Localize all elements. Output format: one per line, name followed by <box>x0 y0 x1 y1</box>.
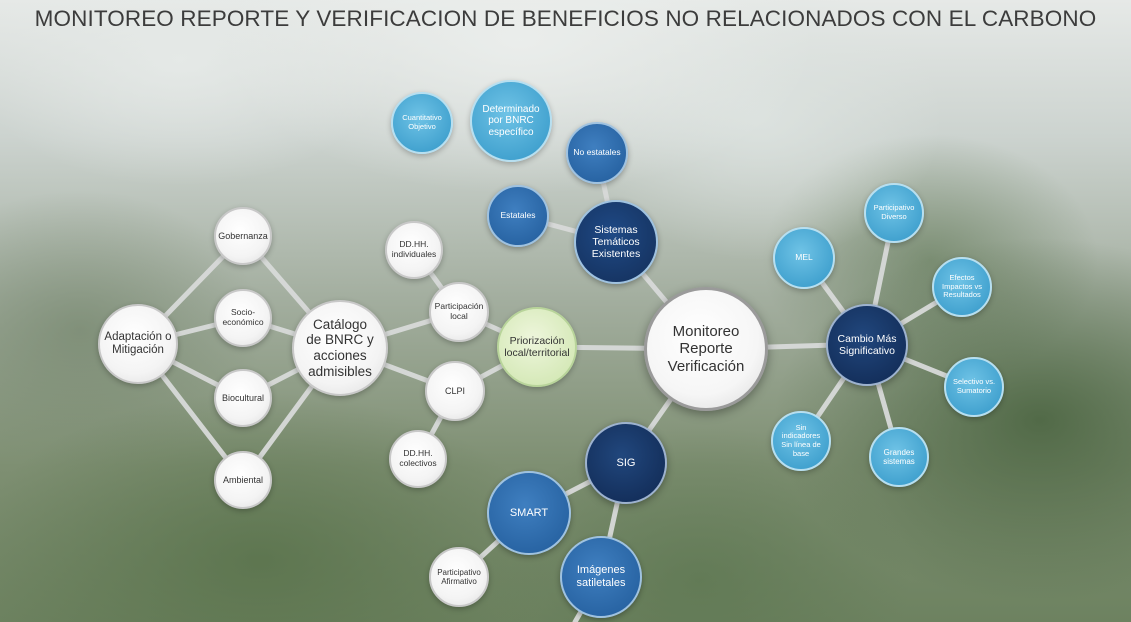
node-imagenes-satelitales: Imágenes satiletales <box>560 536 642 618</box>
node-adaptacion-mitigacion: Adaptación o Mitigación <box>98 304 178 384</box>
node-label: SIG <box>616 456 636 469</box>
node-sistemas-tematicos: Sistemas Temáticos Existentes <box>574 200 658 284</box>
node-ambiental: Ambiental <box>214 451 272 509</box>
node-mel: MEL <box>773 227 835 289</box>
node-label: Sin indicadores Sin línea de base <box>781 422 821 458</box>
node-label: Determinado por BNRC específico <box>482 103 540 138</box>
node-label: Participativo Afirmativo <box>437 567 481 586</box>
node-no-estatales: No estatales <box>566 122 628 184</box>
node-label: Gobernanza <box>218 230 268 241</box>
node-label: Biocultural <box>221 392 265 403</box>
node-clpi: CLPI <box>425 361 485 421</box>
page-title: MONITOREO REPORTE Y VERIFICACION DE BENE… <box>34 6 1097 31</box>
node-label: Efectos Impactos vs Resultados <box>941 273 982 300</box>
node-label: DD.HH. colectivos <box>399 448 437 468</box>
node-label: SMART <box>509 506 549 519</box>
node-biocultural: Biocultural <box>214 369 272 427</box>
node-label: Cambio Más Significativo <box>837 332 897 357</box>
node-cuantitativo-objetivo: Cuantitativo Objetivo <box>391 92 453 154</box>
node-label: Grandes sistemas <box>883 447 915 466</box>
node-label: Imágenes satiletales <box>576 564 626 589</box>
node-determinado-bnrc: Determinado por BNRC específico <box>470 80 552 162</box>
node-sin-indicadores: Sin indicadores Sin línea de base <box>771 411 831 471</box>
node-label: Monitoreo Reporte Verificación <box>667 323 745 375</box>
node-label: Adaptación o Mitigación <box>104 330 172 356</box>
node-label: DD.HH. individuales <box>391 239 437 259</box>
node-label: Estatales <box>500 210 536 221</box>
node-ddhh-colectivos: DD.HH. colectivos <box>389 430 447 488</box>
node-label: CLPI <box>444 385 465 396</box>
node-label: Selectivo vs. Sumatorio <box>952 377 996 395</box>
node-participativo-diverso: Participativo Diverso <box>864 183 924 243</box>
node-label: No estatales <box>573 147 621 158</box>
node-selectivo-sumatorio: Selectivo vs. Sumatorio <box>944 357 1004 417</box>
node-monitoreo-reporte-verificacion: Monitoreo Reporte Verificación <box>644 287 768 411</box>
node-participacion-local: Participación local <box>429 282 489 342</box>
node-participativo-afirmativo: Participativo Afirmativo <box>429 547 489 607</box>
node-priorizacion: Priorización local/territorial <box>497 307 577 387</box>
node-label: Priorización local/territorial <box>504 334 570 359</box>
node-grandes-sistemas: Grandes sistemas <box>869 427 929 487</box>
node-efectos-impactos: Efectos Impactos vs Resultados <box>932 257 992 317</box>
node-label: Sistemas Temáticos Existentes <box>591 223 641 261</box>
node-socio-economico: Socio-económico <box>214 289 272 347</box>
node-label: Catálogo de BNRC y acciones admisibles <box>306 316 374 379</box>
node-cambio-mas-significativo: Cambio Más Significativo <box>826 304 908 386</box>
node-label: Participación local <box>434 301 484 321</box>
node-label: Cuantitativo Objetivo <box>402 113 442 131</box>
node-label: Ambiental <box>222 474 264 485</box>
node-catalogo-bnrc: Catálogo de BNRC y acciones admisibles <box>292 300 388 396</box>
node-label: Socio-económico <box>222 307 264 327</box>
node-gobernanza: Gobernanza <box>214 207 272 265</box>
node-estatales: Estatales <box>487 185 549 247</box>
node-sig: SIG <box>585 422 667 504</box>
node-label: Participativo Diverso <box>873 203 915 221</box>
node-smart: SMART <box>487 471 571 555</box>
node-label: MEL <box>795 252 813 263</box>
node-ddhh-individuales: DD.HH. individuales <box>385 221 443 279</box>
